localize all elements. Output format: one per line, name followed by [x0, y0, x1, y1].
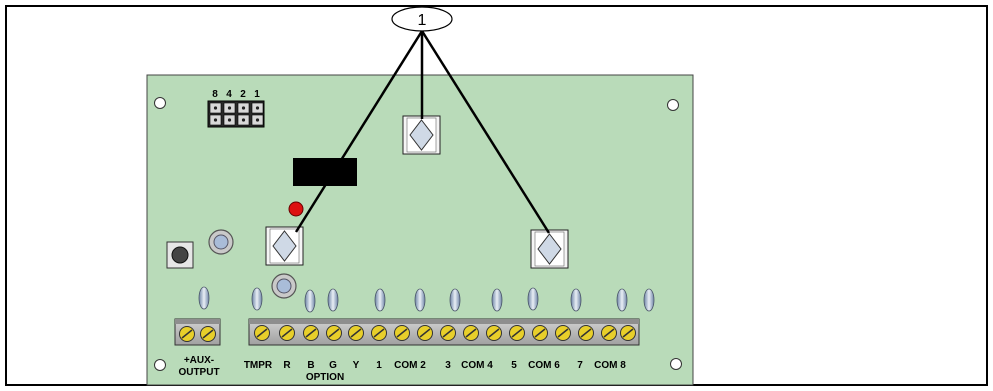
callout-bubble: 1 — [391, 6, 453, 32]
connector-left[interactable] — [265, 226, 304, 266]
standoff — [271, 273, 297, 299]
aux-output-label: OUTPUT — [178, 367, 219, 378]
mounting-hole-top-right — [667, 99, 679, 111]
standoff — [208, 229, 234, 255]
zone-5-label: 5 — [511, 360, 517, 371]
r-label: R — [283, 360, 291, 371]
mounting-hole-bottom-left — [154, 359, 166, 371]
com6-label: COM 6 — [528, 360, 560, 371]
ic-chip — [293, 158, 357, 186]
dip-label: 4 — [226, 89, 232, 100]
g-label: G — [329, 360, 337, 371]
zone-3-label: 3 — [445, 360, 451, 371]
com4-label: COM 4 — [461, 360, 493, 371]
com8-label: COM 8 — [594, 360, 626, 371]
y-label: Y — [353, 360, 360, 371]
connector-middle[interactable] — [402, 115, 441, 155]
status-led — [288, 201, 304, 217]
connector-right[interactable] — [530, 229, 569, 269]
b-label: B — [307, 360, 314, 371]
dip-label: 2 — [240, 89, 246, 100]
dip-label: 1 — [254, 89, 260, 100]
address-jumper-block[interactable] — [207, 100, 265, 128]
option-label: OPTION — [306, 372, 344, 383]
dip-label: 8 — [212, 89, 218, 100]
callout-label: 1 — [418, 12, 427, 29]
mounting-hole-bottom-right — [670, 358, 682, 370]
callout-leaders — [294, 30, 551, 234]
aux-label: +AUX- — [184, 355, 214, 366]
tmpr-label: TMPR — [244, 360, 273, 371]
aux-output-terminal-block[interactable] — [174, 318, 221, 346]
zone-7-label: 7 — [577, 360, 583, 371]
main-terminal-strip[interactable] — [248, 318, 640, 346]
com2-label: COM 2 — [394, 360, 426, 371]
mounting-hole-top-left — [154, 97, 166, 109]
terminal-labels: +AUX- OUTPUT TMPR R B G Y OPTION 1 COM 2… — [178, 355, 626, 383]
zone-1-label: 1 — [376, 360, 382, 371]
dip-switch-labels: 8 4 2 1 — [212, 89, 260, 100]
tamper-button[interactable] — [166, 241, 194, 269]
